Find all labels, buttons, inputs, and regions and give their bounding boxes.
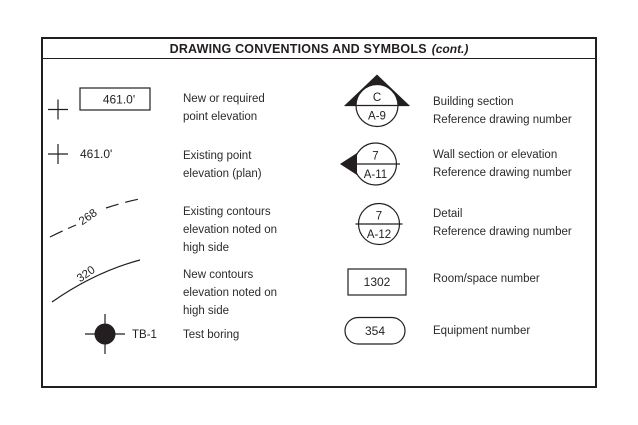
desc-line: point elevation [183, 111, 258, 123]
desc-line: Equipment number [433, 325, 531, 337]
title-bar: DRAWING CONVENTIONS AND SYMBOLS (cont.) [43, 39, 595, 59]
desc-line: Wall section or elevation [433, 149, 558, 161]
desc-wall-section: Wall section or elevation Reference draw… [433, 146, 572, 182]
page-title: DRAWING CONVENTIONS AND SYMBOLS [169, 41, 427, 56]
desc-line: Detail [433, 208, 463, 220]
desc-room-number: Room/space number [433, 270, 540, 288]
desc-line: Room/space number [433, 273, 540, 285]
desc-line: Existing contours [183, 206, 271, 218]
desc-line: high side [183, 305, 230, 317]
desc-line: Existing point [183, 150, 252, 162]
desc-building-section: Building section Reference drawing numbe… [433, 93, 572, 129]
desc-existing-contours: Existing contours elevation noted on hig… [183, 203, 277, 257]
desc-line: Building section [433, 96, 514, 108]
desc-line: Reference drawing number [433, 167, 572, 179]
desc-detail: Detail Reference drawing number [433, 205, 572, 241]
desc-line: high side [183, 242, 230, 254]
desc-line: Test boring [183, 329, 240, 341]
desc-line: elevation (plan) [183, 168, 262, 180]
desc-test-boring: Test boring [183, 326, 239, 344]
desc-line: elevation noted on [183, 224, 277, 236]
page-title-cont: (cont.) [431, 41, 469, 56]
desc-line: Reference drawing number [433, 114, 572, 126]
desc-line: Reference drawing number [433, 226, 572, 238]
desc-new-contours: New contours elevation noted on high sid… [183, 266, 277, 320]
desc-existing-point-elevation: Existing point elevation (plan) [183, 147, 262, 183]
desc-new-point-elevation: New or required point elevation [183, 90, 265, 126]
desc-equipment-number: Equipment number [433, 322, 530, 340]
desc-line: New or required [183, 93, 265, 105]
desc-line: elevation noted on [183, 287, 277, 299]
desc-line: New contours [183, 269, 254, 281]
